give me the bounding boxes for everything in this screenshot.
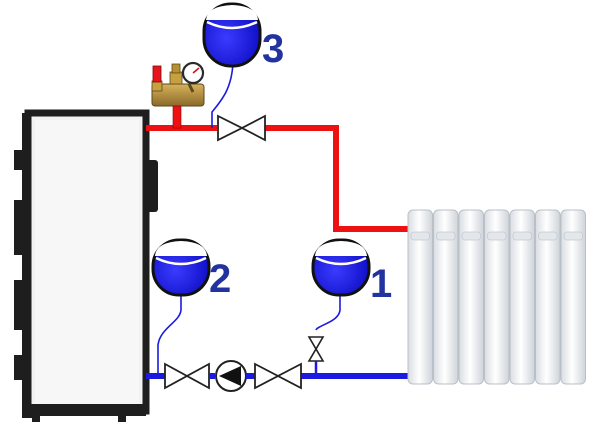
radiator-section — [535, 209, 561, 385]
radiator-section — [560, 209, 586, 385]
radiator-section — [509, 209, 535, 385]
radiator-section-collar — [487, 231, 507, 241]
radiator-section-collar — [512, 231, 532, 241]
tank2-line — [157, 292, 182, 376]
tank-connections — [157, 61, 341, 376]
valve-supply — [217, 114, 266, 142]
expansion-tank-2 — [151, 238, 211, 297]
radiator-section — [458, 209, 484, 385]
radiator-section — [433, 209, 459, 385]
radiator-section — [407, 209, 433, 385]
boiler — [14, 109, 158, 422]
radiator — [407, 209, 586, 385]
radiator-section-collar — [538, 231, 558, 241]
tank1-number: 1 — [370, 262, 392, 306]
expansion-tank-1 — [311, 238, 371, 297]
tank3-number: 3 — [262, 27, 284, 71]
tank2-number: 2 — [209, 257, 231, 301]
circulation-pump — [209, 360, 255, 392]
radiator-section — [484, 209, 510, 385]
valve-return-right — [254, 362, 302, 390]
supply-pipe — [146, 125, 410, 232]
radiator-section-collar — [436, 231, 456, 241]
flue-outlet — [144, 160, 158, 212]
radiator-section-collar — [410, 231, 430, 241]
safety-group — [151, 61, 205, 129]
tank3-line — [211, 61, 234, 128]
expansion-tank-3 — [202, 2, 262, 68]
tank1-line — [315, 292, 341, 331]
drain-valve — [307, 336, 325, 376]
radiator-section-collar — [461, 231, 481, 241]
valve-return-left — [164, 362, 210, 390]
radiator-section-collar — [563, 231, 583, 241]
